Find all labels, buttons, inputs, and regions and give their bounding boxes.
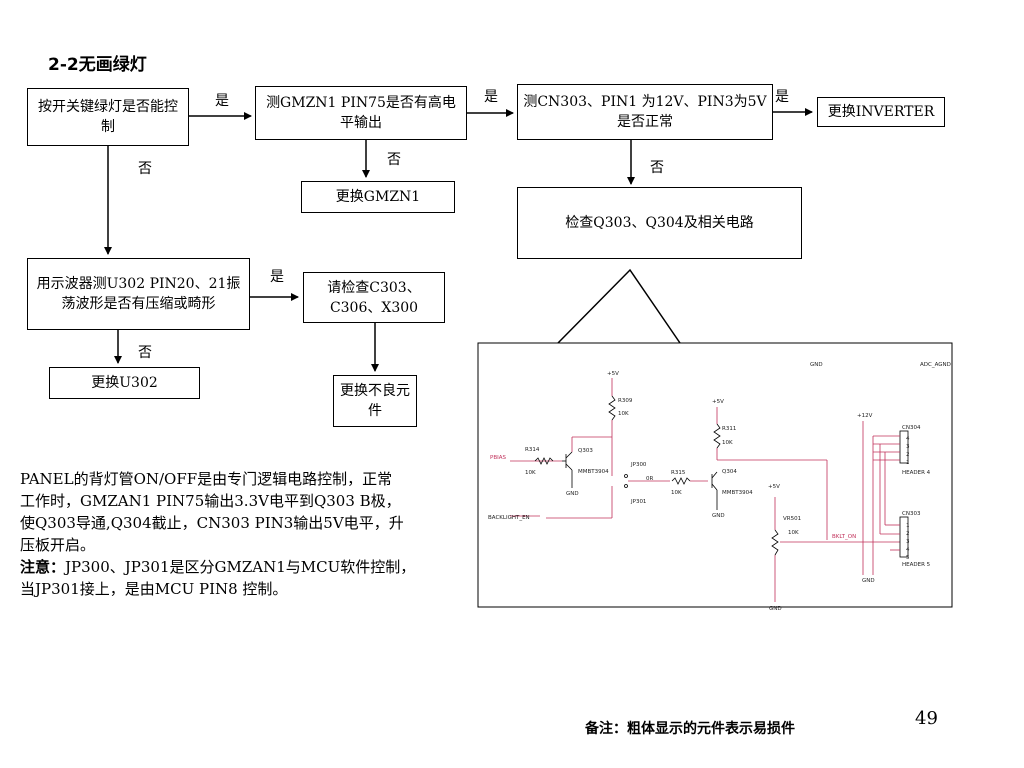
footnote: 备注：粗体显示的元件表示易损件 xyxy=(585,721,795,737)
sch-cn304-pin4: 4 xyxy=(906,436,910,442)
sch-cn304-pin3: 3 xyxy=(906,444,910,450)
sch-backlight-en: BACKLIGHT_EN xyxy=(488,515,530,521)
sch-cn304: CN304 xyxy=(902,425,921,431)
sch-header4: HEADER 4 xyxy=(902,470,931,476)
sch-5v-3: +5V xyxy=(768,484,780,490)
sch-5v-1: +5V xyxy=(607,371,619,377)
sch-mmbt-2: MMBT3904 xyxy=(722,490,753,496)
box-replace-faulty-parts: 更换不良元件 xyxy=(333,375,417,427)
label-no-1: 否 xyxy=(138,161,152,177)
sch-r309-val: 10K xyxy=(618,411,629,417)
note-text: JP300、JP301是区分GMZAN1与MCU软件控制， xyxy=(65,558,416,576)
sch-cn303-pin5: 5 xyxy=(906,555,910,561)
page-number: 49 xyxy=(915,708,938,729)
sch-pbias: PBIAS xyxy=(490,455,506,461)
note-line: 注意：JP300、JP301是区分GMZAN1与MCU软件控制， xyxy=(20,556,415,578)
sch-r311: R311 xyxy=(722,426,736,432)
box-replace-gmzn1: 更换GMZN1 xyxy=(301,181,455,213)
label-no-3: 否 xyxy=(650,160,664,176)
description-line-2: 工作时，GMZAN1 PIN75输出3.3V电平到Q303 B极， xyxy=(20,492,401,510)
label-yes-2: 是 xyxy=(484,89,498,105)
sch-r311-val: 10K xyxy=(722,440,733,446)
schematic-wires xyxy=(510,378,900,602)
sch-r314-val: 10K xyxy=(525,470,536,476)
sch-jp301: JP301 xyxy=(630,499,646,505)
label-no-2: 否 xyxy=(387,152,401,168)
sch-cn304-pin1: 1 xyxy=(906,460,910,466)
sch-gnd-bottom: GND xyxy=(769,606,782,612)
note-label: 注意： xyxy=(20,558,66,576)
description-line-3: 使Q303导通,Q304截止，CN303 PIN3输出5V电平，升 xyxy=(20,514,404,532)
sch-r314: R314 xyxy=(525,447,540,453)
sch-0r: 0R xyxy=(646,476,653,482)
box-check-q303-q304: 检查Q303、Q304及相关电路 xyxy=(517,187,802,259)
box-green-light-check: 按开关键绿灯是否能控制 xyxy=(27,88,189,146)
sch-adc-agnd: ADC_AGND xyxy=(920,362,951,368)
description-line-4: 压板开启。 xyxy=(20,536,96,554)
callout-pointer xyxy=(557,268,681,344)
sch-5v-2: +5V xyxy=(712,399,724,405)
sch-gnd-q303: GND xyxy=(566,491,579,497)
sch-cn303-pin3: 3 xyxy=(906,539,910,545)
box-replace-u302: 更换U302 xyxy=(49,367,200,399)
label-yes-4: 是 xyxy=(270,269,284,285)
slide-title: 2-2无画绿灯 xyxy=(48,55,147,75)
sch-gnd-q304: GND xyxy=(712,513,725,519)
sch-jp300: JP300 xyxy=(630,462,647,468)
label-yes-3: 是 xyxy=(775,89,789,105)
box-replace-inverter: 更换INVERTER xyxy=(817,97,945,127)
sch-cn303-pin4: 4 xyxy=(906,547,910,553)
description-line-6: 当JP301接上，是由MCU PIN8 控制。 xyxy=(20,580,288,598)
sch-q303: Q303 xyxy=(578,448,593,454)
sch-r315-val: 10K xyxy=(671,490,682,496)
sch-bklt-on: BKLT_ON xyxy=(832,534,856,540)
sch-vr501-val: 10K xyxy=(788,530,799,536)
box-check-capacitors: 请检查C303、C306、X300 xyxy=(303,272,445,323)
box-cn303-voltage: 测CN303、PIN1 为12V、PIN3为5V是否正常 xyxy=(517,84,773,140)
description-line-1: PANEL的背灯管ON/OFF是由专门逻辑电路控制，正常 xyxy=(20,470,393,488)
box-gmzn1-pin75: 测GMZN1 PIN75是否有高电平输出 xyxy=(255,86,467,140)
sch-r309: R309 xyxy=(618,398,633,404)
sch-gnd-header: GND xyxy=(862,578,875,584)
sch-cn303-pin2: 2 xyxy=(906,531,910,537)
sch-mmbt-1: MMBT3904 xyxy=(578,469,609,475)
box-oscilloscope-u302: 用示波器测U302 PIN20、21振荡波形是否有压缩或畸形 xyxy=(27,258,250,330)
sch-12v: +12V xyxy=(857,413,873,419)
sch-cn304-pin2: 2 xyxy=(906,452,910,458)
sch-vr501: VR501 xyxy=(783,516,801,522)
sch-gnd-top: GND xyxy=(810,362,823,368)
sch-cn303: CN303 xyxy=(902,511,921,517)
sch-q304: Q304 xyxy=(722,469,737,475)
label-no-4: 否 xyxy=(138,345,152,361)
sch-r315: R315 xyxy=(671,470,686,476)
sch-header5: HEADER 5 xyxy=(902,562,931,568)
label-yes-1: 是 xyxy=(215,93,229,109)
sch-cn303-pin1: 1 xyxy=(906,523,910,529)
